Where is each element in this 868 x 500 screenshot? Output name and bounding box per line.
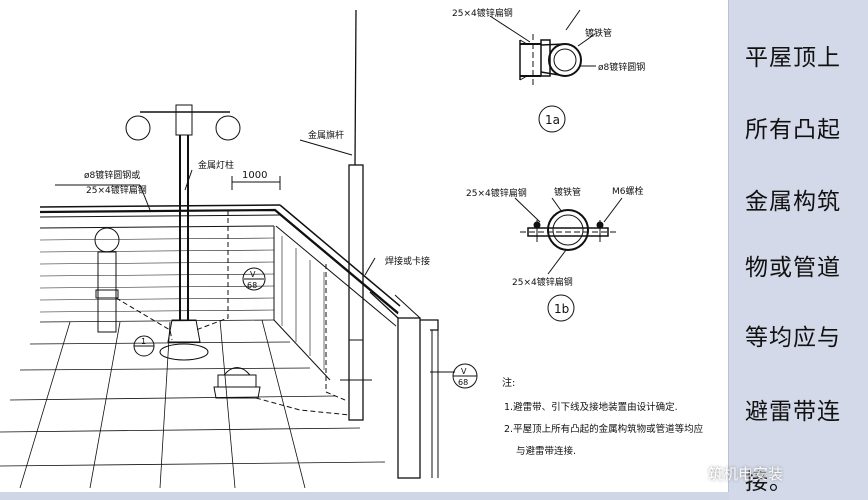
side-text-line: 平屋顶上 <box>745 45 841 71</box>
label-metal-flagpole: 金属旗杆 <box>308 129 344 141</box>
watermark: 筑机电安装 <box>708 465 784 483</box>
pipe-1b <box>547 209 589 251</box>
label-ref-v-a: V <box>250 270 256 279</box>
label-flatbar-top-b: 25×4镀锌扁钢 <box>466 187 527 199</box>
label-round-or-flat-1: ø8镀锌圆钢或 <box>84 169 140 181</box>
label-round-steel-phi8: ø8镀锌圆钢 <box>598 61 645 73</box>
side-text-line: 接。 <box>745 469 793 495</box>
roof-ventilator <box>213 367 261 399</box>
label-metal-lamp-post: 金属灯柱 <box>198 159 234 171</box>
label-ref-68-b: 68 <box>458 378 468 387</box>
label-ref-v-b: V <box>461 367 467 376</box>
flagpole <box>340 9 372 421</box>
note-2b: 与避雷带连接. <box>516 445 576 457</box>
label-flatbar-25x4: 25×4镀锌扁钢 <box>452 7 513 19</box>
label-flatbar-bottom-b: 25×4镀锌扁钢 <box>512 276 573 288</box>
detail-1a <box>489 9 596 133</box>
label-weld-or-clamp: 焊接或卡接 <box>385 255 430 267</box>
side-text-line: 金属构筑 <box>745 189 841 215</box>
side-text-line: 避雷带连 <box>745 399 841 425</box>
callout-1b-circle <box>547 294 575 322</box>
note-1: 1.避雷带、引下线及接地装置由设计确定. <box>504 401 678 413</box>
lamp-post <box>125 104 241 361</box>
side-text-line: 物或管道 <box>745 255 841 281</box>
note-2a: 2.平屋顶上所有凸起的金属构筑物或管道等均应 <box>504 423 704 435</box>
label-round-or-flat-2: 25×4镀锌扁钢 <box>86 184 147 196</box>
side-text-line: 等均应与 <box>745 325 841 351</box>
label-dim-1000: 1000 <box>242 170 267 181</box>
side-text-line: 所有凸起 <box>745 117 841 143</box>
detail-1b <box>514 197 623 322</box>
side-text-panel: 平屋顶上 所有凸起 金属构筑 物或管道 等均应与 避雷带连 接。 <box>729 0 868 500</box>
label-ref-68-a: 68 <box>247 281 257 290</box>
label-ref-1: 1 <box>141 337 146 346</box>
lightning-protection-drawing: 25×4镀锌扁钢 镀铁管 ø8镀锌圆钢 1a 25×4镀锌扁钢 镀铁管 M6螺栓… <box>0 7 704 489</box>
label-galv-pipe-b: 镀铁管 <box>554 186 581 198</box>
vent-pipe <box>94 227 120 333</box>
roof-perspective <box>0 204 439 489</box>
label-callout-1b: 1b <box>554 302 569 316</box>
label-bolt-m6: M6螺栓 <box>612 185 644 197</box>
label-galv-pipe: 镀铁管 <box>585 27 612 39</box>
drawing-panel: 25×4镀锌扁钢 镀铁管 ø8镀锌圆钢 1a 25×4镀锌扁钢 镀铁管 M6螺栓… <box>0 0 729 492</box>
notes-title: 注: <box>502 376 515 389</box>
callout-1a-circle <box>538 105 566 133</box>
label-callout-1a: 1a <box>545 113 560 127</box>
